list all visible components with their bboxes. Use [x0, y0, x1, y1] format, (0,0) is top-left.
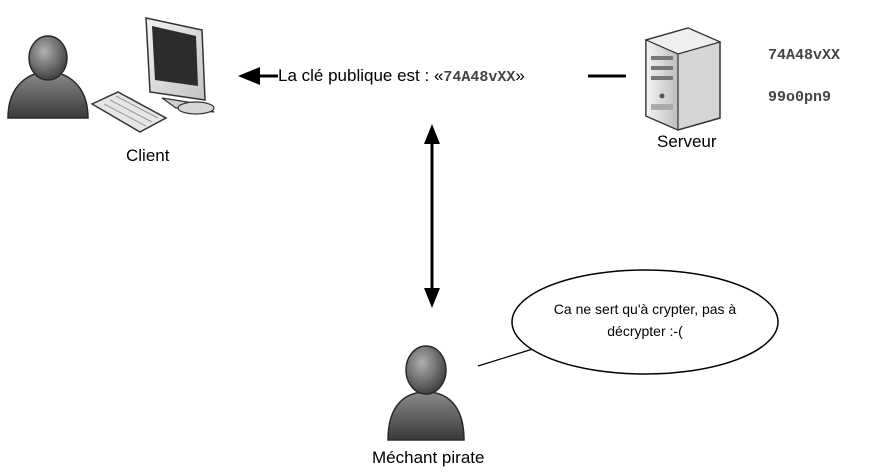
- server-private-key: 99o0pn9: [768, 89, 832, 106]
- computer-icon: [90, 17, 215, 133]
- client-person-icon: [7, 35, 89, 119]
- message-suffix: »: [515, 66, 525, 85]
- intercept-arrow: [424, 124, 440, 308]
- client-label: Client: [126, 146, 170, 165]
- message-key: 74A48vXX: [443, 69, 516, 86]
- bubble-line-2: décrypter :-(: [607, 323, 683, 339]
- bubble-text: Ca ne sert qu'à crypter, pas à décrypter…: [520, 298, 770, 342]
- speech-bubble: [477, 269, 779, 375]
- pirate-label: Méchant pirate: [372, 448, 485, 467]
- message-arrow: [238, 67, 626, 85]
- bubble-line-1: Ca ne sert qu'à crypter, pas à: [553, 301, 737, 317]
- message-text: La clé publique est : «74A48vXX»: [278, 66, 525, 86]
- server-label: Serveur: [657, 132, 717, 151]
- server-public-key: 74A48vXX: [768, 47, 841, 64]
- pirate-person-icon: [387, 345, 465, 441]
- server-icon: [644, 27, 722, 131]
- message-prefix: La clé publique est : «: [278, 66, 444, 85]
